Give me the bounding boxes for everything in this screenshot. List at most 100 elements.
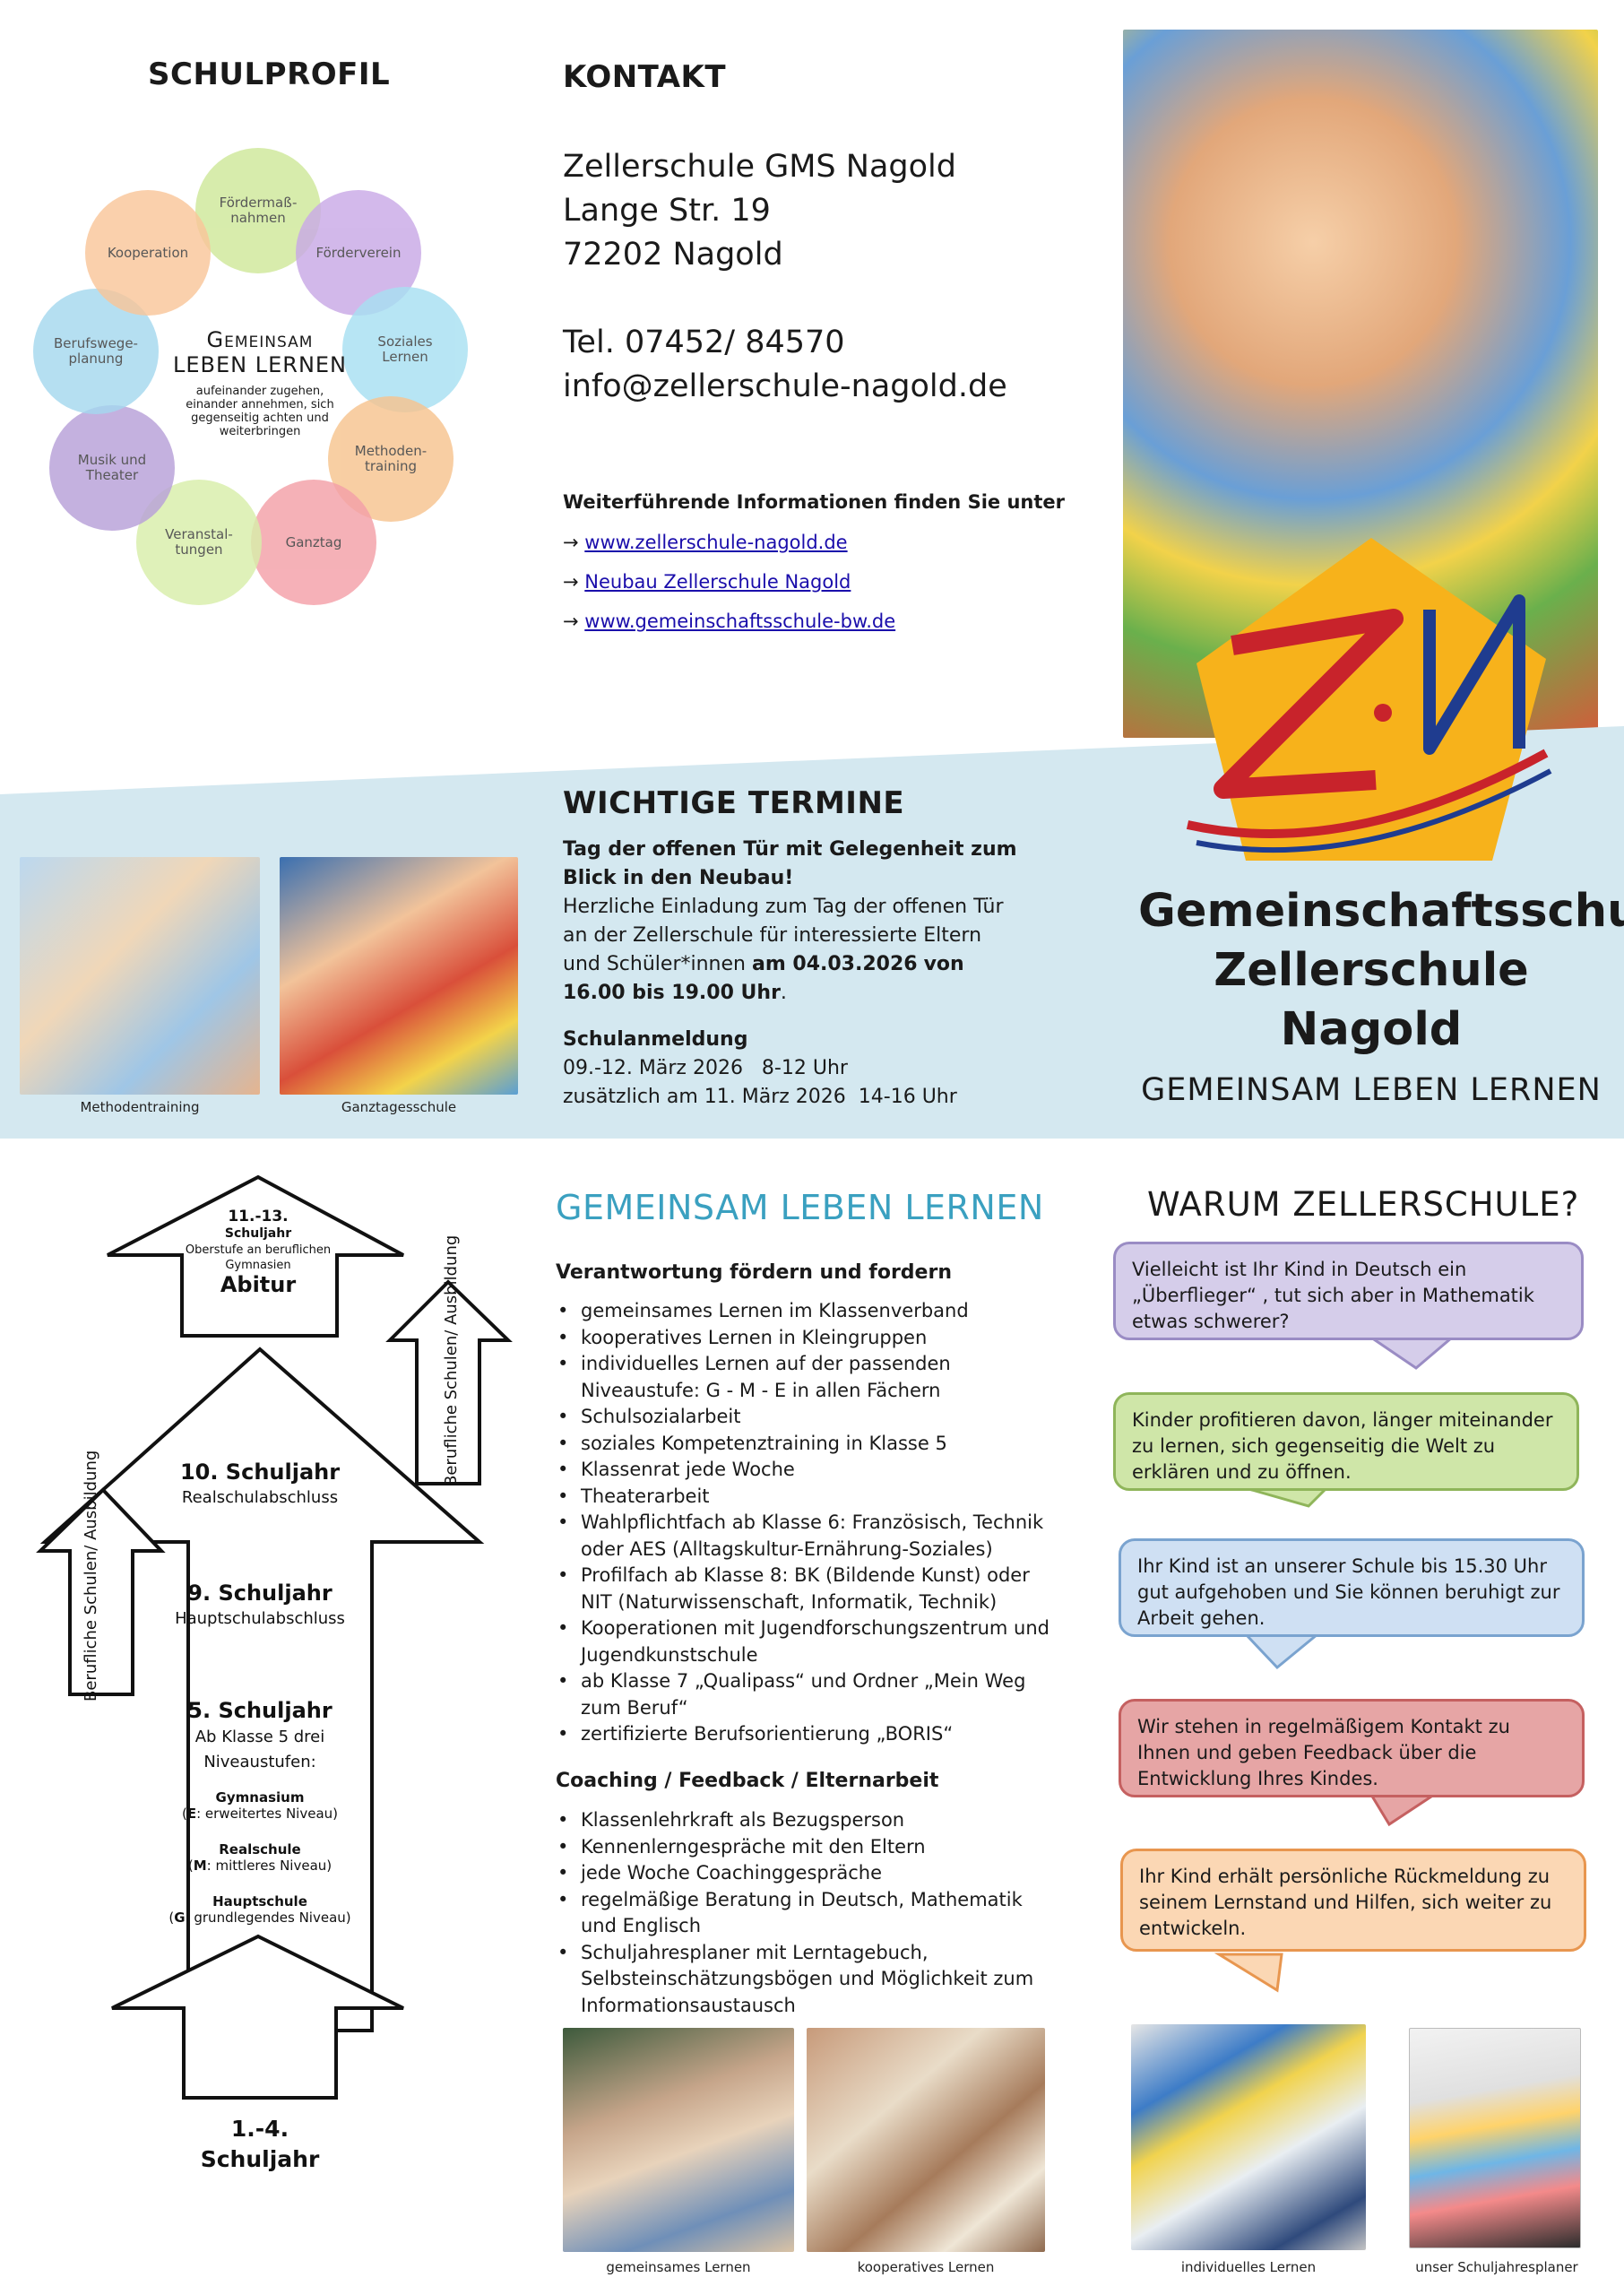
photo-gemeinsames-lernen [563, 2028, 794, 2252]
anmeldung-title: Schulanmeldung [563, 1028, 748, 1051]
side-right-label-wrap: Berufliche Schulen/ Ausbildung [432, 1234, 471, 1485]
caption-kooperatives-lernen: kooperatives Lernen [857, 2259, 995, 2275]
termine-event-time: von 16.00 bis 19.00 Uhr [563, 953, 964, 1004]
photo-kooperatives-lernen [807, 2028, 1045, 2252]
top-schuljahr: Schuljahr [224, 1226, 292, 1241]
link-zellerschule[interactable]: www.zellerschule-nagold.de [584, 532, 848, 553]
real-sub-text: : mittleres Niveau) [206, 1858, 333, 1874]
bubble-laenger-lernen: Kinder profitieren davon, länger miteina… [1113, 1392, 1579, 1491]
haupt-sub-text: : grundlegendes Niveau) [185, 1910, 351, 1926]
j10-title: 10. Schuljahr [179, 1459, 341, 1485]
termine-anmeldung: Schulanmeldung 09.-12. März 2026 8-12 Uh… [563, 1026, 1065, 1112]
links-list: → www.zellerschule-nagold.de → Neubau Ze… [563, 523, 895, 641]
bubble-feedback: Wir stehen in regelmäßigem Kontakt zu Ih… [1119, 1699, 1585, 1797]
schulprofil-center: Gemeinsam leben lernen aufeinander zugeh… [161, 327, 358, 438]
bullet-item: zertifizierte Berufsorientierung „BORIS“ [556, 1721, 1058, 1748]
schulprofil-diagram: Fördermaß- nahmen Förderverein Soziales … [27, 143, 493, 610]
link-gemeinschaftsschule[interactable]: www.gemeinschaftsschule-bw.de [584, 611, 896, 632]
bottom-arrow-text: 1.-4. Schuljahr [200, 2116, 320, 2172]
photo-individuelles-lernen [1131, 2024, 1366, 2250]
kontakt-tel: Tel. 07452/ 84570 [563, 325, 845, 360]
circle-musik-theater: Musik und Theater [49, 405, 175, 531]
kontakt-city: 72202 Nagold [563, 237, 783, 273]
haupt-sub: (G: grundlegendes Niveau) [168, 1910, 351, 1926]
j10-sub: Realschulabschluss [181, 1488, 339, 1507]
gym-label: Gymnasium [215, 1789, 305, 1806]
gll-section1: Verantwortung fördern und fordern [556, 1261, 952, 1284]
termine-event: Tag der offenen Tür mit Gelegenheit zum … [563, 836, 1020, 1008]
haupt-label: Hauptschule [212, 1893, 307, 1910]
circle-foerdermassnahmen: Fördermaß- nahmen [195, 148, 321, 273]
j9-sub: Hauptschulabschluss [175, 1609, 345, 1628]
real-sub: (M: mittleres Niveau) [187, 1858, 333, 1874]
photo-methodentraining [20, 857, 260, 1095]
center-subtitle: aufeinander zugehen, einander annehmen, … [186, 385, 334, 438]
bubble-ueberflieger: Vielleicht ist Ihr Kind in Deutsch ein „… [1113, 1242, 1584, 1340]
gym-letter: E [186, 1806, 197, 1822]
caption-schuljahresplaner: unser Schuljahresplaner [1415, 2259, 1578, 2275]
circle-berufswegeplanung: Berufswege- planung [33, 289, 159, 414]
brand-block: Gemeinschaftsschule Zellerschule Nagold … [1138, 882, 1624, 1108]
side-left-label-wrap: Berufliche Schulen/ Ausbildung [72, 1450, 111, 1701]
bullet-item: individuelles Lernen auf der passenden N… [556, 1351, 1058, 1404]
kontakt-street: Lange Str. 19 [563, 193, 771, 229]
termine-event-text: Herzliche Einladung zum Tag der offenen … [563, 896, 1004, 975]
kontakt-title: KONTAKT [563, 59, 727, 95]
top-years: 11.-13. [228, 1208, 289, 1225]
brand-line2: Zellerschule Nagold [1214, 944, 1529, 1056]
side-right-label: Berufliche Schulen/ Ausbildung [442, 1234, 461, 1486]
bullet-item: ab Klasse 7 „Qualipass“ und Ordner „Mein… [556, 1668, 1058, 1721]
more-info-label: Weiterführende Informationen finden Sie … [563, 491, 1065, 513]
kontakt-email[interactable]: info@zellerschule-nagold.de [563, 368, 1007, 404]
top-abitur: Abitur [220, 1272, 297, 1297]
bullet-item: soziales Kompetenztraining in Klasse 5 [556, 1431, 1058, 1458]
gll-title: GEMEINSAM LEBEN LERNEN [556, 1188, 1044, 1227]
bullet-item: Theaterarbeit [556, 1484, 1058, 1511]
photo-schuljahresplaner [1409, 2028, 1581, 2248]
side-left-label: Berufliche Schulen/ Ausbildung [82, 1450, 100, 1702]
j9-block: 9. Schuljahr Hauptschulabschluss [157, 1581, 363, 1628]
arrow-right-icon: → [563, 571, 585, 593]
caption-individuelles-lernen: individuelles Lernen [1180, 2259, 1317, 2275]
real-label: Realschule [219, 1841, 301, 1858]
termine-event-text-wrap: Herzliche Einladung zum Tag der offenen … [563, 896, 1004, 1004]
caption-ganztagesschule: Ganztagesschule [341, 1099, 457, 1115]
caption-methodentraining: Methodentraining [80, 1099, 200, 1115]
circle-kooperation: Kooperation [85, 190, 211, 316]
schulprofil-title: SCHULPROFIL [148, 56, 391, 92]
anmeldung-line1: 09.-12. März 2026 8-12 Uhr [563, 1057, 848, 1079]
bullet-item: gemeinsames Lernen im Klassenverband [556, 1298, 1058, 1325]
gym-sub-text: : erweitertes Niveau) [196, 1806, 338, 1822]
photo-ganztagesschule [280, 857, 518, 1095]
haupt-letter: G [174, 1910, 186, 1926]
brand-line1: Gemeinschaftsschule [1138, 885, 1624, 938]
bullet-item: Schulsozialarbeit [556, 1404, 1058, 1431]
kontakt-address: Zellerschule GMS Nagold Lange Str. 19 72… [563, 145, 1007, 409]
gll-section2: Coaching / Feedback / Elternarbeit [556, 1770, 939, 1792]
circle-ganztag: Ganztag [251, 480, 376, 605]
arrow-top-text: 11.-13. Schuljahr Oberstufe an beruflich… [182, 1208, 334, 1297]
top-sub: Oberstufe an beruflichen Gymnasien [185, 1243, 332, 1272]
j10-block: 10. Schuljahr Realschulabschluss [157, 1459, 363, 1507]
center-title-line1: Gemeinsam [206, 327, 314, 352]
j5-block: 5. Schuljahr Ab Klasse 5 drei Niveaustuf… [157, 1698, 363, 1926]
bullet-item: Kooperationen mit Jugendforschungszentru… [556, 1615, 1058, 1668]
link-row-2: → Neubau Zellerschule Nagold [563, 562, 895, 602]
bullet-item: Wahlpflichtfach ab Klasse 6: Französisch… [556, 1510, 1058, 1563]
gym-sub: (E: erweitertes Niveau) [181, 1806, 338, 1822]
circle-soziales-lernen: Soziales Lernen [342, 287, 468, 412]
j5-sub: Ab Klasse 5 drei Niveaustufen: [194, 1728, 325, 1771]
bullet-item: Klassenlehrkraft als Bezugsperson [556, 1807, 1058, 1834]
bullet-item: jede Woche Coachinggespräche [556, 1860, 1058, 1887]
bullet-item: Klassenrat jede Woche [556, 1457, 1058, 1484]
bullet-item: Schuljahresplaner mit Lerntagebuch, Selb… [556, 1940, 1058, 2020]
real-letter: M [193, 1858, 207, 1874]
link-neubau[interactable]: Neubau Zellerschule Nagold [584, 571, 851, 593]
anmeldung-line2: zusätzlich am 11. März 2026 14-16 Uhr [563, 1086, 957, 1108]
warum-title: WARUM ZELLERSCHULE? [1147, 1185, 1580, 1224]
gll-bullets2: Klassenlehrkraft als BezugspersonKennenl… [556, 1807, 1058, 2019]
j5-title: 5. Schuljahr [187, 1698, 333, 1723]
j9-title: 9. Schuljahr [187, 1581, 333, 1606]
bullet-item: kooperatives Lernen in Kleingruppen [556, 1325, 1058, 1352]
link-row-3: → www.gemeinschaftsschule-bw.de [563, 602, 895, 641]
